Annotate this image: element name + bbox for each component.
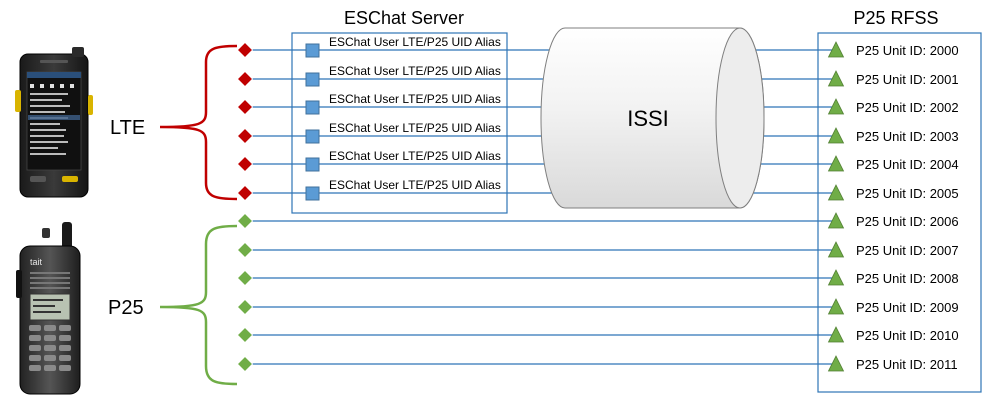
p25-endpoint-diamond (236, 212, 254, 230)
unit-id-label: P25 Unit ID: 2001 (856, 72, 959, 87)
p25-endpoint-diamond (236, 269, 254, 287)
radio-brand-label: tait (30, 257, 43, 267)
issi-cylinder: ISSI (540, 27, 765, 209)
alias-node-square (305, 72, 320, 87)
unit-triangle (827, 269, 845, 286)
unit-triangle (827, 41, 845, 58)
p25-rfss-title: P25 RFSS (853, 8, 938, 28)
unit-triangle (827, 184, 845, 201)
unit-triangle (827, 98, 845, 115)
alias-entry-label: ESChat User LTE/P25 UID Alias (329, 121, 501, 135)
unit-triangle (827, 155, 845, 172)
handheld-radio-icon: tait (16, 222, 81, 395)
p25-endpoint-diamond (236, 241, 254, 259)
unit-triangle (827, 241, 845, 258)
lte-brace (159, 44, 238, 201)
unit-id-label: P25 Unit ID: 2009 (856, 300, 959, 315)
alias-node-square (305, 157, 320, 172)
p25-endpoint-list (236, 212, 254, 373)
p25-endpoint-diamond (236, 355, 254, 373)
unit-id-label: P25 Unit ID: 2006 (856, 214, 959, 229)
alias-entry-label: ESChat User LTE/P25 UID Alias (329, 35, 501, 49)
unit-triangle (827, 355, 845, 372)
unit-triangle (827, 127, 845, 144)
eschat-server-box (291, 32, 508, 214)
unit-triangle (827, 212, 845, 229)
unit-triangle (827, 298, 845, 315)
lte-endpoint-diamond (236, 155, 254, 173)
unit-id-label: P25 Unit ID: 2011 (856, 357, 958, 372)
unit-triangle (827, 326, 845, 343)
unit-id-label: P25 Unit ID: 2004 (856, 157, 959, 172)
p25-endpoint-diamond (236, 326, 254, 344)
p25-rfss-box (817, 32, 982, 393)
alias-entry-label: ESChat User LTE/P25 UID Alias (329, 92, 501, 106)
lte-endpoint-diamond (236, 41, 254, 59)
alias-node-square (305, 129, 320, 144)
alias-entry-label: ESChat User LTE/P25 UID Alias (329, 149, 501, 163)
alias-entry-label: ESChat User LTE/P25 UID Alias (329, 64, 501, 78)
unit-id-label: P25 Unit ID: 2007 (856, 243, 959, 258)
p25-brace (159, 224, 238, 386)
unit-triangle (827, 70, 845, 87)
lte-endpoint-diamond (236, 127, 254, 145)
alias-entry-label: ESChat User LTE/P25 UID Alias (329, 178, 501, 192)
lte-endpoint-diamond (236, 98, 254, 116)
lte-endpoint-diamond (236, 184, 254, 202)
lte-endpoint-diamond (236, 70, 254, 88)
unit-id-label: P25 Unit ID: 2005 (856, 186, 959, 201)
unit-id-label: P25 Unit ID: 2003 (856, 129, 959, 144)
unit-id-label: P25 Unit ID: 2002 (856, 100, 959, 115)
lte-label: LTE (110, 117, 145, 139)
lte-endpoint-list (236, 41, 254, 202)
eschat-server-title: ESChat Server (344, 8, 464, 28)
p25-label: P25 (108, 297, 144, 319)
alias-node-square (305, 186, 320, 201)
unit-id-label: P25 Unit ID: 2000 (856, 43, 959, 58)
alias-node-square (305, 100, 320, 115)
p25-endpoint-diamond (236, 298, 254, 316)
unit-id-label: P25 Unit ID: 2008 (856, 271, 959, 286)
alias-node-square (305, 43, 320, 58)
issi-label: ISSI (627, 106, 669, 131)
smartphone-icon (15, 47, 93, 198)
unit-id-label: P25 Unit ID: 2010 (856, 328, 959, 343)
